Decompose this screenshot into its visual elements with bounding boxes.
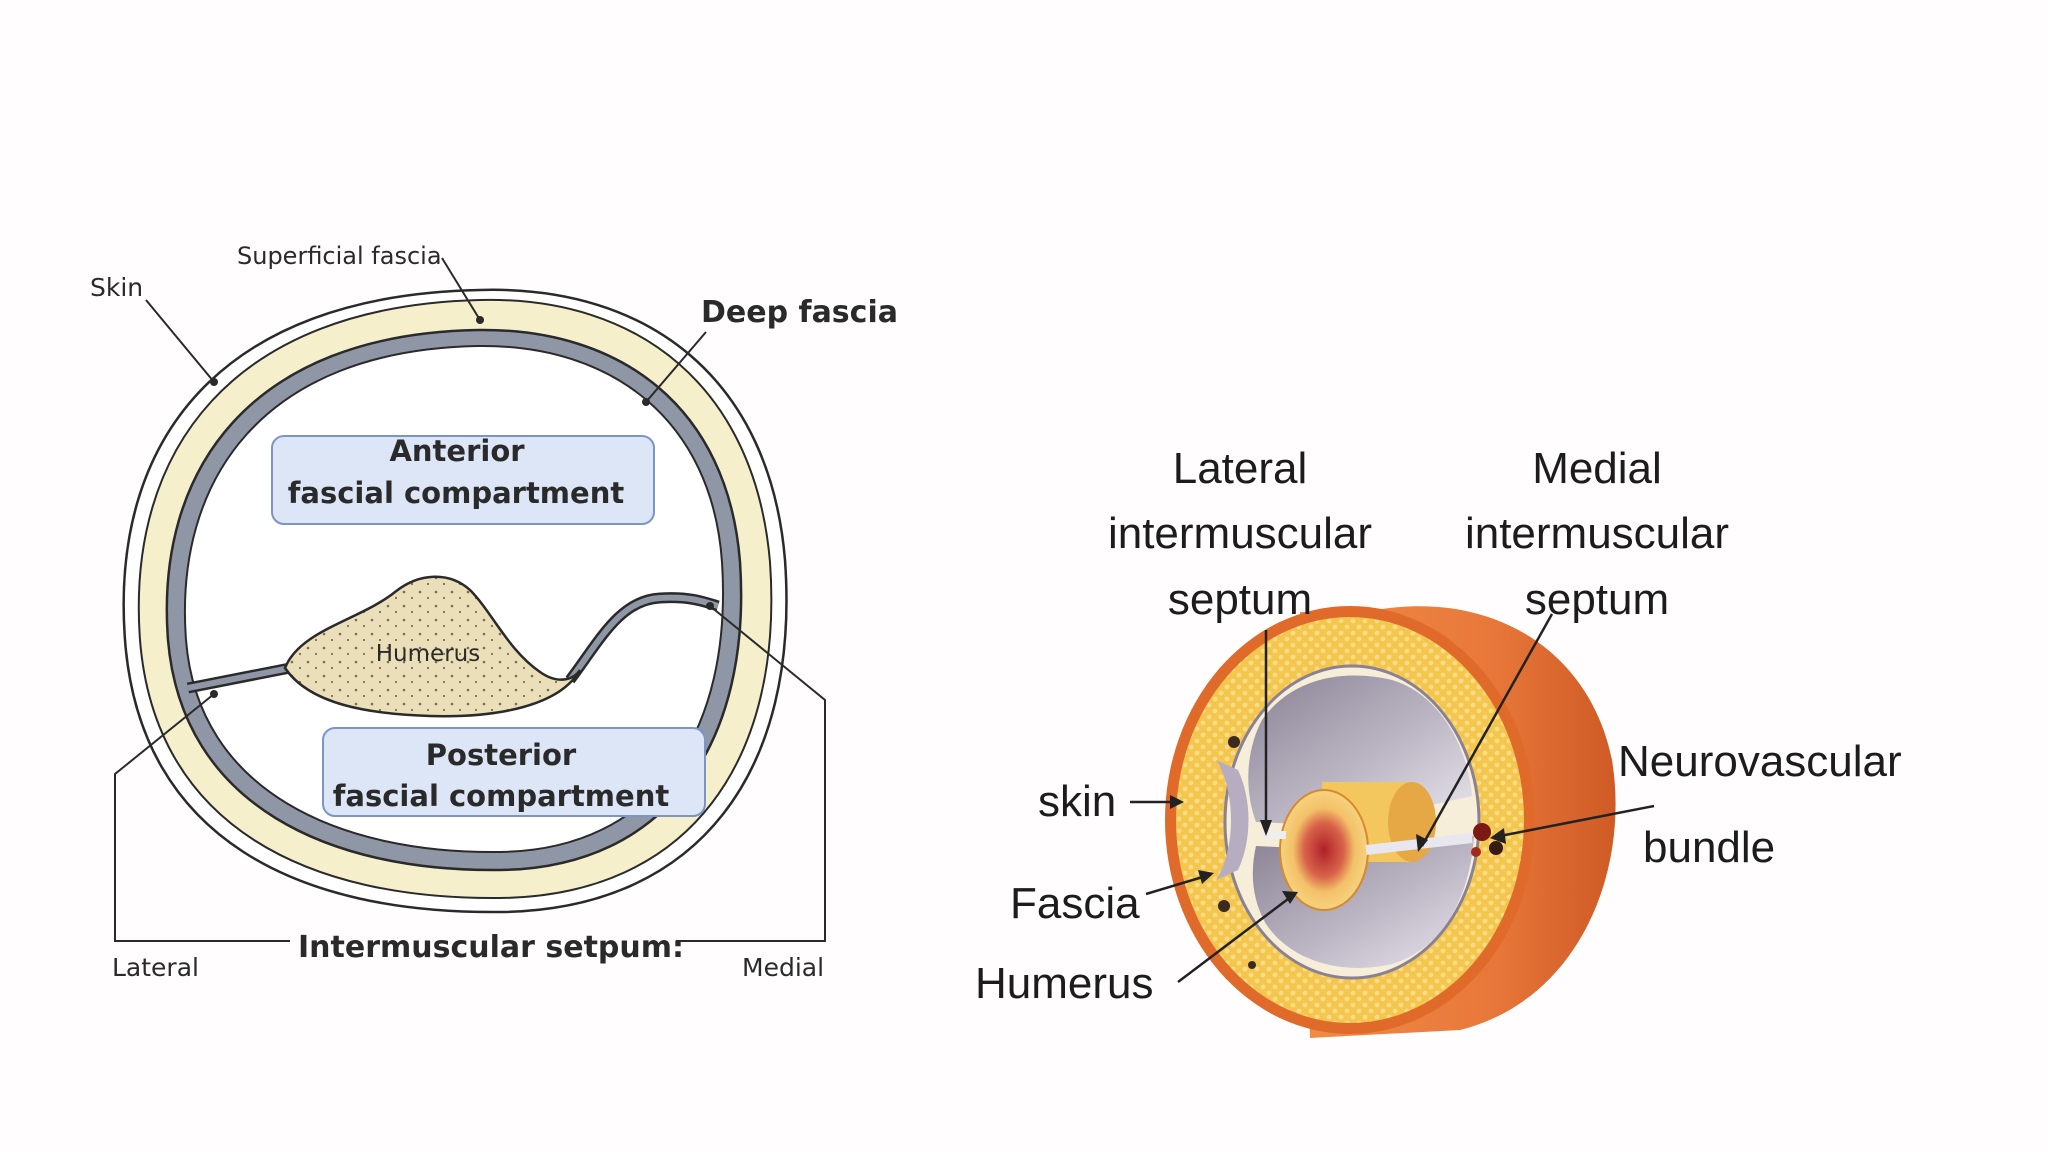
superficial-fascia-label: Superficial fascia [237,242,442,270]
septum-label-left: Intermuscular setpum: [298,930,684,965]
medial-septum-dot [706,602,714,610]
right-cylinder-diagram: Lateral intermuscular septum Medial inte… [975,444,1902,1038]
skin-label-left: Skin [90,273,143,302]
skin-leader-dot [210,378,218,386]
medial-septum-line1: Medial [1532,444,1662,493]
bundle-vessel-1 [1473,823,1491,841]
anterior-label-line1: Anterior [389,434,525,468]
humerus-label-left: Humerus [376,641,480,667]
posterior-label-line1: Posterior [426,738,577,772]
skin-arrowhead [1170,795,1184,809]
septum-bracket-left [114,693,290,942]
humerus-arrowhead [1282,891,1298,904]
medial-septum-arrow [1420,613,1554,847]
skin-leader [145,299,215,383]
lateral-septum-core [187,665,291,691]
deep-fascia-dot [642,398,650,406]
left-cross-section: Anterior fascial compartment Humerus Pos… [90,242,898,982]
humerus-arrow [1177,895,1293,983]
humerus-bone [283,575,582,718]
fascia-arrowhead [1198,870,1214,884]
lateral-septum-line2: intermuscular [1108,509,1372,558]
neurovascular-arrow [1499,804,1655,838]
anterior-label-line2: fascial compartment [288,476,625,510]
superficial-fascia-leader [441,257,481,321]
lateral-fascia-hump [1216,760,1249,880]
neurovascular-line1: Neurovascular [1618,737,1902,786]
bundle-vessel-2 [1489,841,1503,855]
posterior-box [322,727,706,817]
deep-fascia-label: Deep fascia [701,295,898,330]
skin-label-right: skin [1038,777,1116,826]
neurovascular-line2: bundle [1643,823,1775,872]
posterior-label-line2: fascial compartment [333,779,670,813]
anterior-box [271,435,655,525]
septum-bracket-right [676,605,826,942]
superficial-fascia-dot [476,316,484,324]
lateral-label: Lateral [112,953,199,982]
neurovascular-arrowhead [1490,828,1506,844]
medial-septum-line3: septum [1525,575,1669,624]
deep-fascia-leader [645,331,707,403]
fascia-arrow [1145,874,1207,896]
fascia-label-right: Fascia [1010,879,1140,928]
superficial-vein-1 [1228,736,1240,748]
lateral-septum-dot [210,690,218,698]
medial-septum-arrowhead [1416,834,1428,852]
lateral-septum-arrowhead [1260,820,1272,836]
bundle-vessel-3 [1471,847,1481,857]
medial-septum-core [567,594,719,682]
medial-label: Medial [742,953,824,982]
medial-septum-line2: intermuscular [1465,509,1729,558]
humerus-label-right: Humerus [975,959,1154,1008]
superficial-vein-3 [1248,961,1256,969]
superficial-vein-2 [1218,900,1230,912]
lateral-septum-line3: septum [1168,575,1312,624]
lateral-septum-line1: Lateral [1173,444,1308,493]
